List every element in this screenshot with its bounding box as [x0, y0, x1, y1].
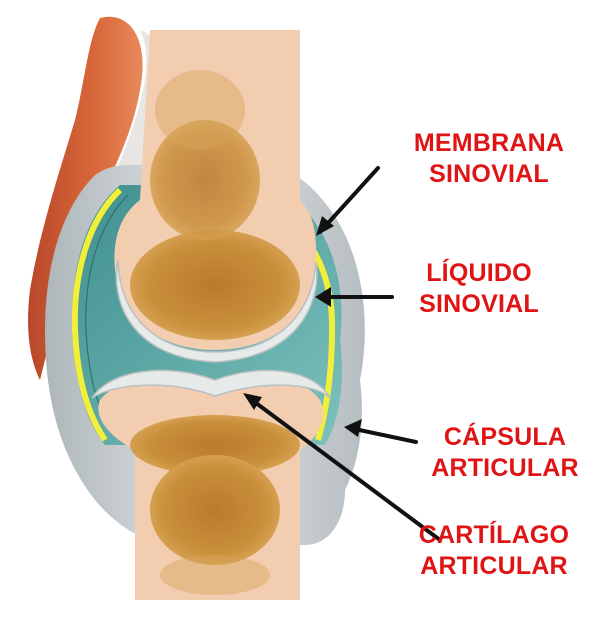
label-capsula-articular: CÁPSULA ARTICULAR [420, 422, 590, 484]
label-capsula-line2: ARTICULAR [420, 453, 590, 484]
label-liquido-sinovial: LÍQUIDO SINOVIAL [395, 258, 563, 320]
label-capsula-line1: CÁPSULA [420, 422, 590, 453]
label-liquido-line2: SINOVIAL [395, 289, 563, 320]
label-cartilago-line2: ARTICULAR [398, 551, 590, 582]
label-membrana-line1: MEMBRANA [395, 128, 583, 159]
label-cartilago-articular: CARTÍLAGO ARTICULAR [398, 520, 590, 582]
lower-marrow-shaft [150, 455, 280, 565]
label-cartilago-line1: CARTÍLAGO [398, 520, 590, 551]
label-membrana-line2: SINOVIAL [395, 159, 583, 190]
upper-marrow [130, 230, 300, 340]
label-membrana-sinovial: MEMBRANA SINOVIAL [395, 128, 583, 190]
label-liquido-line1: LÍQUIDO [395, 258, 563, 289]
